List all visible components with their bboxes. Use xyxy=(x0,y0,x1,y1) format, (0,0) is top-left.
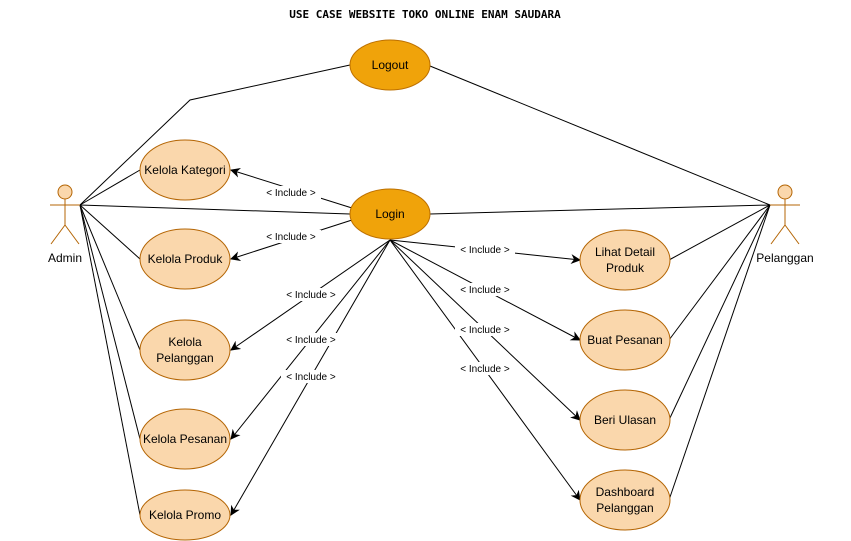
use-case-kelola-kategori[interactable]: Kelola Kategori xyxy=(139,139,231,201)
include-label-pesanan: < Include > xyxy=(286,335,336,346)
assoc-pelanggan-buat xyxy=(668,204,771,341)
use-case-kelola-pesanan-label: Kelola Pesanan xyxy=(143,432,227,446)
use-case-kelola-promo-label: Kelola Promo xyxy=(149,508,221,522)
use-case-kelola-pelanggan[interactable]: Kelola Pelanggan xyxy=(139,319,231,381)
include-label-lihat: < Include > xyxy=(460,245,510,256)
assoc-admin-kategori xyxy=(79,169,141,206)
assoc-admin-promo xyxy=(79,204,141,516)
actor-pelanggan-label: Pelanggan xyxy=(756,251,813,265)
use-case-lihat-detail-produk-label-2: Produk xyxy=(606,261,645,275)
use-case-lihat-detail-produk-label-1: Lihat Detail xyxy=(595,245,655,259)
use-case-buat-pesanan-label: Buat Pesanan xyxy=(587,333,662,347)
assoc-admin-login xyxy=(79,204,351,215)
use-case-logout-label: Logout xyxy=(372,58,409,72)
use-case-kelola-kategori-label: Kelola Kategori xyxy=(144,163,225,177)
use-case-lihat-detail-produk[interactable]: Lihat Detail Produk xyxy=(579,229,671,291)
include-labels: < Include > < Include > < Include > < In… xyxy=(261,186,515,383)
use-case-kelola-produk[interactable]: Kelola Produk xyxy=(139,228,231,290)
actor-pelanggan[interactable]: Pelanggan xyxy=(756,184,814,265)
use-case-kelola-promo[interactable]: Kelola Promo xyxy=(139,489,231,541)
include-label-kategori: < Include > xyxy=(266,188,316,199)
include-label-promo: < Include > xyxy=(286,372,336,383)
use-case-beri-ulasan[interactable]: Beri Ulasan xyxy=(579,389,671,451)
use-case-kelola-pesanan[interactable]: Kelola Pesanan xyxy=(139,408,231,470)
assoc-admin-pelanggan xyxy=(79,204,141,351)
actor-admin-label: Admin xyxy=(48,251,82,265)
use-case-dashboard-pelanggan[interactable]: Dashboard Pelanggan xyxy=(579,469,671,531)
assoc-pelanggan-logout xyxy=(429,65,771,206)
diagram-title: USE CASE WEBSITE TOKO ONLINE ENAM SAUDAR… xyxy=(289,8,561,21)
use-case-buat-pesanan[interactable]: Buat Pesanan xyxy=(579,309,671,371)
use-case-kelola-pelanggan-label-1: Kelola xyxy=(168,335,202,349)
pelanggan-associations xyxy=(429,65,771,501)
use-case-kelola-produk-label: Kelola Produk xyxy=(148,252,224,266)
use-case-dashboard-pelanggan-label-2: Pelanggan xyxy=(596,501,653,515)
admin-associations xyxy=(79,64,351,516)
include-label-ulasan: < Include > xyxy=(460,325,510,336)
include-label-dashboard: < Include > xyxy=(460,364,510,375)
assoc-admin-logout xyxy=(79,64,351,206)
use-case-beri-ulasan-label: Beri Ulasan xyxy=(594,413,656,427)
use-case-login[interactable]: Login xyxy=(349,188,431,240)
use-case-kelola-pelanggan-label-2: Pelanggan xyxy=(156,351,213,365)
actor-admin[interactable]: Admin xyxy=(48,184,82,265)
include-label-buat: < Include > xyxy=(460,285,510,296)
include-label-pelanggan: < Include > xyxy=(286,290,336,301)
use-case-logout[interactable]: Logout xyxy=(349,39,431,91)
assoc-admin-produk xyxy=(79,204,141,260)
actor-pelanggan-head-icon xyxy=(777,184,793,200)
assoc-admin-pesanan xyxy=(79,204,141,440)
use-case-login-label: Login xyxy=(375,207,404,221)
assoc-pelanggan-lihat xyxy=(668,204,771,261)
assoc-pelanggan-ulasan xyxy=(668,204,771,421)
use-case-dashboard-pelanggan-label-1: Dashboard xyxy=(596,485,655,499)
assoc-pelanggan-login xyxy=(429,204,771,215)
assoc-pelanggan-dashboard xyxy=(668,204,771,501)
actor-admin-head-icon xyxy=(57,184,73,200)
include-label-produk: < Include > xyxy=(266,232,316,243)
